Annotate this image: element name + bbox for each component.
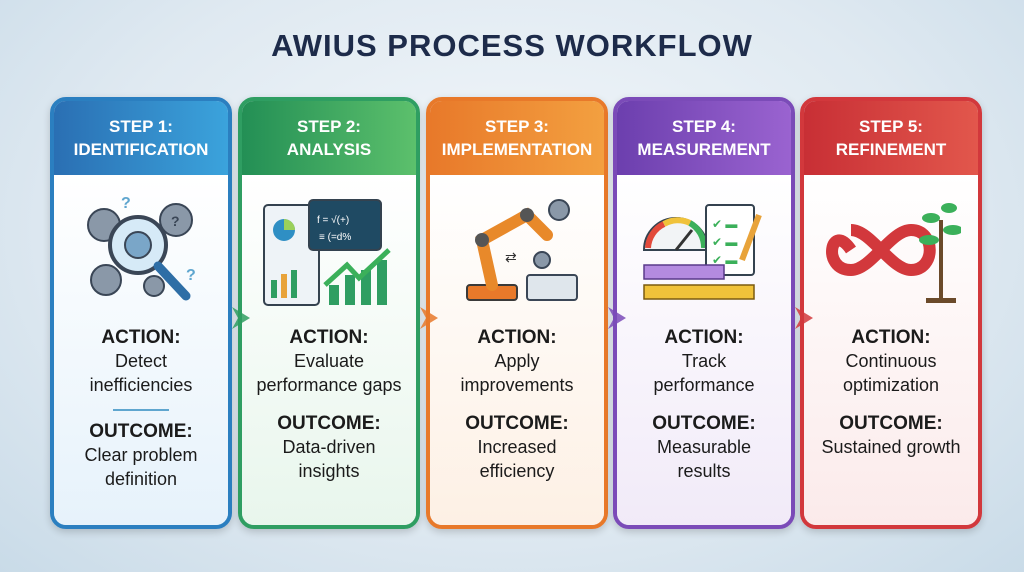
arrow-right-icon xyxy=(418,305,440,331)
action-label: ACTION: xyxy=(101,327,181,348)
outcome-label: OUTCOME: xyxy=(277,413,381,434)
svg-text:?: ? xyxy=(186,267,196,284)
magnifier-gears-icon: ??? xyxy=(54,175,228,325)
svg-text:?: ? xyxy=(171,213,180,229)
action-text: Detect inefficiencies xyxy=(89,351,193,395)
robot-arm-icon: ⇄ xyxy=(430,175,604,325)
step-number: STEP 3: xyxy=(485,117,549,136)
step-name: MEASUREMENT xyxy=(637,140,771,159)
action-text: Evaluate performance gaps xyxy=(256,351,402,395)
outcome-text: Increased efficiency xyxy=(477,437,557,481)
svg-text:⇄: ⇄ xyxy=(505,249,517,265)
step-card: STEP 2: ANALYSIS f = √(+)≡ (=d% ACTION: … xyxy=(238,97,420,529)
step-header: STEP 5: REFINEMENT xyxy=(804,101,978,175)
svg-text:✔ ▬: ✔ ▬ xyxy=(712,235,737,249)
action-label: ACTION: xyxy=(477,327,557,348)
step-header: STEP 2: ANALYSIS xyxy=(242,101,416,175)
outcome-label: OUTCOME: xyxy=(652,413,756,434)
svg-text:f = √(+): f = √(+) xyxy=(317,214,349,226)
divider xyxy=(113,409,169,411)
action-label: ACTION: xyxy=(664,327,744,348)
step-name: REFINEMENT xyxy=(835,140,947,159)
svg-text:✔ ▬: ✔ ▬ xyxy=(712,253,737,267)
step-number: STEP 4: xyxy=(672,117,736,136)
step-card: STEP 4: MEASUREMENT ✔ ▬ ✔ ▬ ✔ ▬ ACTION: Tr… xyxy=(613,97,795,529)
action-text: Continuous optimization xyxy=(842,351,940,395)
svg-text:≡ (=d%: ≡ (=d% xyxy=(319,232,351,243)
action-label: ACTION: xyxy=(289,327,369,348)
step-header: STEP 1: IDENTIFICATION xyxy=(54,101,228,175)
outcome-text: Measurable results xyxy=(656,437,752,481)
action-text: Apply improvements xyxy=(460,351,574,395)
step-number: STEP 1: xyxy=(109,117,173,136)
gauge-checklist-icon: ✔ ▬ ✔ ▬ ✔ ▬ xyxy=(617,175,791,325)
action-label: ACTION: xyxy=(851,327,931,348)
outcome-text: Clear problem definition xyxy=(84,445,198,489)
step-name: ANALYSIS xyxy=(286,140,372,159)
step-card: STEP 3: IMPLEMENTATION ⇄ ACTION: Apply i… xyxy=(426,97,608,529)
step-number: STEP 2: xyxy=(297,117,361,136)
outcome-label: OUTCOME: xyxy=(89,421,193,442)
outcome-text: Sustained growth xyxy=(821,437,961,457)
svg-text:?: ? xyxy=(121,195,131,212)
analytics-charts-icon: f = √(+) ≡ (=d% xyxy=(242,175,416,325)
step-card: STEP 5: REFINEMENT ACTION: Continuous op… xyxy=(800,97,982,529)
step-name: IMPLEMENTATION xyxy=(441,140,593,159)
page-title: AWIUS PROCESS WORKFLOW xyxy=(271,28,753,63)
outcome-text: Data-driven insights xyxy=(282,437,376,481)
step-header: STEP 3: IMPLEMENTATION xyxy=(430,101,604,175)
step-name: IDENTIFICATION xyxy=(73,140,209,159)
svg-text:✔ ▬: ✔ ▬ xyxy=(712,217,737,231)
outcome-label: OUTCOME: xyxy=(839,413,943,434)
step-number: STEP 5: xyxy=(859,117,923,136)
step-header: STEP 4: MEASUREMENT xyxy=(617,101,791,175)
infinity-plant-icon xyxy=(804,175,978,325)
step-card: STEP 1: IDENTIFICATION ??? ACTION: Detec… xyxy=(50,97,232,529)
outcome-label: OUTCOME: xyxy=(465,413,569,434)
action-text: Track performance xyxy=(653,351,755,395)
arrow-right-icon xyxy=(793,305,815,331)
arrow-right-icon xyxy=(230,305,252,331)
arrow-right-icon xyxy=(606,305,628,331)
